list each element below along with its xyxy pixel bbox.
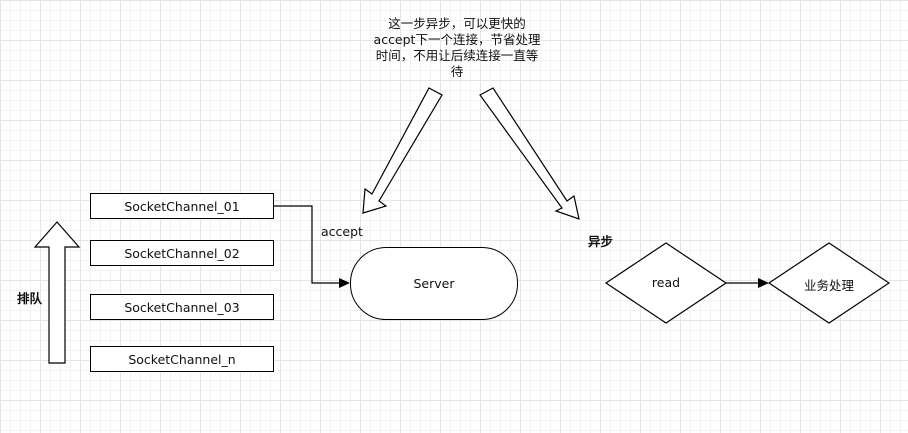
- async-note: 这一步异步，可以更快的accept下一个连接，节省处理时间，不用让后续连接一直等…: [373, 16, 541, 79]
- socketchannel-02-box: SocketChannel_02: [90, 240, 274, 266]
- channel-to-server-connector: [274, 205, 341, 284]
- connector-arrowhead: [339, 278, 350, 288]
- queue-up-arrow: [33, 221, 81, 364]
- queue-label: 排队: [17, 291, 43, 306]
- business-diamond: [767, 242, 891, 324]
- business-label: 业务处理: [803, 278, 854, 293]
- accept-label: accept: [321, 224, 363, 239]
- server-node: Server: [350, 247, 518, 320]
- async-label: 异步: [588, 234, 614, 249]
- read-label: read: [651, 275, 681, 290]
- read-to-business-arrowhead: [758, 278, 769, 288]
- read-diamond: [604, 242, 728, 324]
- socketchannel-n-box: SocketChannel_n: [90, 346, 274, 372]
- note-to-async-arrow: [479, 87, 580, 220]
- note-to-accept-arrow: [362, 87, 443, 214]
- socketchannel-03-box: SocketChannel_03: [90, 294, 274, 320]
- socketchannel-01-box: SocketChannel_01: [90, 193, 274, 219]
